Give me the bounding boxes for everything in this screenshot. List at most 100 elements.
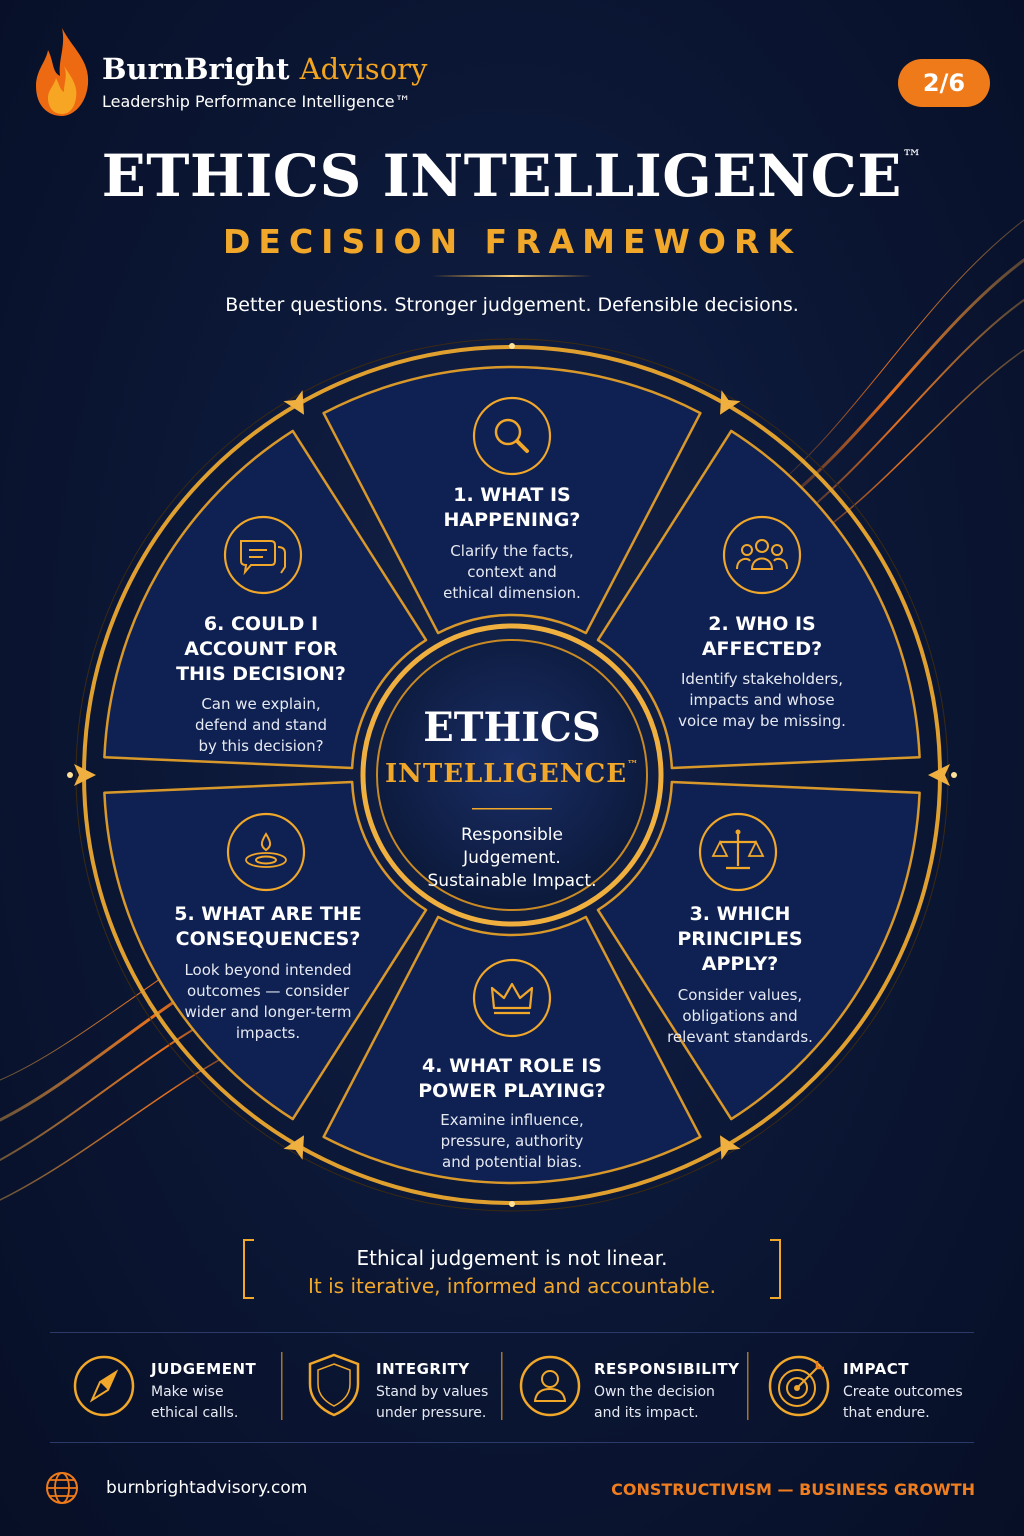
segment-desc-line: impacts and whose: [689, 691, 835, 709]
value-desc-integrity: Stand by values under pressure.: [376, 1382, 488, 1424]
segment-desc-line: Consider values,: [677, 986, 803, 1004]
hub-subtitle-text: INTELLIGENCE: [384, 759, 628, 789]
water-drop-ripple-icon: [226, 812, 306, 892]
hub-divider: [472, 808, 552, 810]
segment-panel: [103, 780, 428, 1121]
shield-icon: [308, 1353, 360, 1417]
segment-desc-line: and potential bias.: [442, 1153, 582, 1171]
segment-desc-line: Examine influence,: [440, 1111, 584, 1129]
cycle-arrow-icon: [720, 390, 741, 415]
segment-desc-line: pressure, authority: [440, 1132, 584, 1150]
segment-title: 2. WHO IS AFFECTED?: [632, 612, 892, 662]
sparkle-point: [67, 772, 73, 778]
segment-desc-line: Clarify the facts,: [450, 542, 574, 560]
segment-desc-line: relevant standards.: [667, 1028, 813, 1046]
sparkle-point: [509, 1201, 515, 1207]
icon-ring: [226, 812, 306, 892]
value-desc-line: under pressure.: [376, 1405, 487, 1421]
footer-slogan: CONSTRUCTIVISM — BUSINESS GROWTH: [611, 1480, 975, 1499]
value-desc-line: Own the decision: [594, 1384, 715, 1400]
segment-title-line: CONSEQUENCES?: [175, 928, 361, 950]
cycle-arrow-shape: [720, 1135, 741, 1160]
value-desc-judgement: Make wise ethical calls.: [151, 1382, 238, 1424]
segment-title-line: 6. COULD I: [203, 613, 319, 635]
hub-outer-ring: [360, 623, 664, 927]
page-title-text: ETHICS INTELLIGENCE: [101, 142, 902, 210]
segment-title-line: POWER PLAYING?: [418, 1080, 606, 1102]
segment-desc-line: wider and longer-term: [184, 1003, 352, 1021]
value-desc-line: ethical calls.: [151, 1405, 239, 1421]
segment-desc-line: Can we explain,: [201, 695, 321, 713]
magnifier-icon: [472, 396, 552, 476]
quote-line-1: Ethical judgement is not linear.: [356, 1246, 668, 1270]
icon-ring: [223, 515, 303, 595]
cycle-arrow-shape: [283, 1135, 304, 1160]
cycle-arrow-icon: [283, 1135, 304, 1160]
segment-title-line: 2. WHO IS: [708, 613, 816, 635]
cycle-arrow-icon: [74, 764, 96, 786]
value-desc-line: that endure.: [843, 1405, 930, 1421]
icon-ring: [472, 396, 552, 476]
segment-title-line: ACCOUNT FOR: [184, 638, 338, 660]
value-desc-line: Make wise: [151, 1384, 224, 1400]
value-desc-responsibility: Own the decision and its impact.: [594, 1382, 715, 1424]
page-indicator-badge: 2/6: [898, 59, 990, 107]
value-title-integrity: INTEGRITY: [376, 1360, 470, 1378]
speech-bubbles-icon: [223, 515, 303, 595]
website-link[interactable]: burnbrightadvisory.com: [106, 1478, 308, 1498]
outer-thin-ring: [75, 338, 949, 1212]
cycle-arrow-shape: [74, 764, 96, 786]
segment-description: Can we explain, defend and stand by this d…: [131, 694, 391, 757]
cycle-arrow-icon: [928, 764, 950, 786]
flame-logo-icon: [36, 28, 89, 116]
page-tagline: Better questions. Stronger judgement. De…: [225, 294, 799, 316]
title-divider: [432, 275, 592, 277]
hub-title: ETHICS: [423, 704, 601, 751]
segment-desc-line: Identify stakeholders,: [680, 670, 843, 688]
hub-circle: [376, 639, 648, 911]
globe-icon: [46, 1472, 78, 1504]
value-title-judgement: JUDGEMENT: [151, 1360, 257, 1378]
value-desc-line: Create outcomes: [843, 1384, 963, 1400]
hub-subtitle: INTELLIGENCE™: [362, 758, 662, 789]
compass-icon: [73, 1355, 135, 1417]
segment-title-line: APPLY?: [701, 953, 779, 975]
crown-icon: [472, 958, 552, 1038]
segment-title-line: 4. WHAT ROLE IS: [422, 1055, 602, 1077]
segment-title-line: PRINCIPLES: [677, 928, 803, 950]
people-group-icon: [722, 515, 802, 595]
segment-title-line: HAPPENING?: [443, 509, 581, 531]
cycle-arrow-shape: [720, 390, 741, 415]
scales-icon: [698, 812, 778, 892]
cycle-arrow-shape: [928, 764, 950, 786]
sparkle-point: [951, 772, 957, 778]
segment-panel: [322, 915, 702, 1185]
segment-desc-line: outcomes — consider: [186, 982, 349, 1000]
brand-name-primary: BurnBright: [102, 52, 290, 86]
segment-title-line: AFFECTED?: [701, 638, 823, 660]
quote-line-2: It is iterative, informed and accountabl…: [308, 1274, 716, 1298]
person-icon: [519, 1355, 581, 1417]
cycle-arrow-icon: [720, 1135, 741, 1160]
sparkle-point: [509, 343, 515, 349]
segment-description: Examine influence, pressure, authority and…: [382, 1110, 642, 1173]
segment-title: 4. WHAT ROLE IS POWER PLAYING?: [382, 1054, 642, 1104]
segment-panel: [596, 429, 921, 770]
value-title-impact: IMPACT: [843, 1360, 909, 1378]
segment-desc-line: by this decision?: [198, 737, 324, 755]
value-desc-line: Stand by values: [376, 1384, 489, 1400]
value-desc-line: and its impact.: [594, 1405, 699, 1421]
hub-trademark: ™: [627, 758, 640, 771]
segment-desc-line: obligations and: [682, 1007, 798, 1025]
segment-desc-line: defend and stand: [195, 716, 327, 734]
page-title: ETHICS INTELLIGENCE™: [0, 142, 1024, 210]
